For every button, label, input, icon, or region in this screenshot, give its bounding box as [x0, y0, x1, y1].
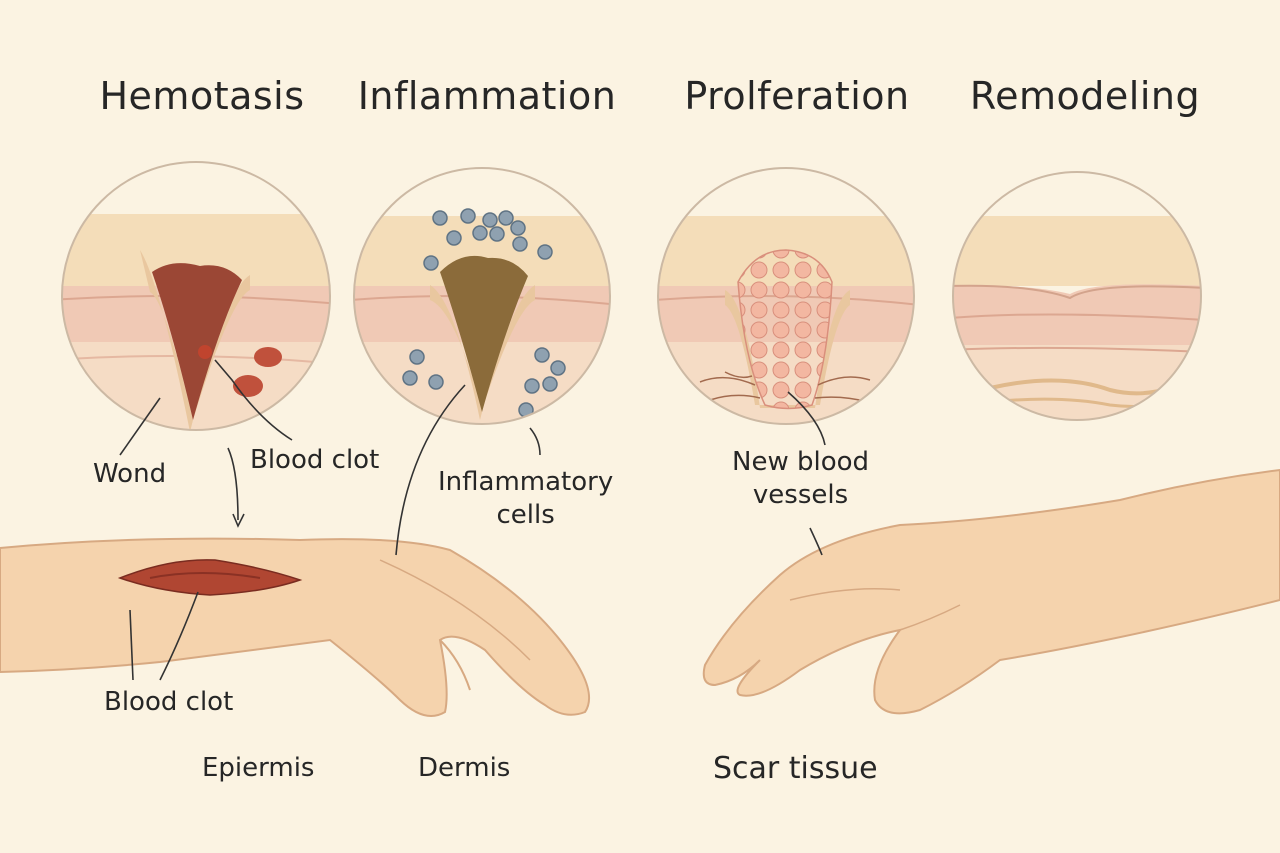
granulation-tissue	[737, 249, 833, 410]
stage-title-proliferation: Prolferation	[684, 74, 910, 118]
inflammation-wound-debris	[440, 255, 528, 412]
hemostasis-circle	[61, 161, 331, 431]
label-blood-clot-bottom: Blood clot	[104, 687, 234, 717]
label-new-blood-line2: vessels	[752, 479, 849, 510]
label-inflammatory-line1: Inflammatory	[438, 467, 614, 497]
label-new-blood-vessels: New blood vessels	[732, 446, 869, 511]
label-wound: Wond	[93, 459, 167, 489]
remodeling-circle	[952, 171, 1202, 421]
label-dermis: Dermis	[418, 753, 511, 783]
label-scar-tissue: Scar tissue	[713, 751, 878, 786]
hand-wound-clot	[117, 559, 303, 596]
stage-title-remodeling: Remodeling	[969, 74, 1201, 118]
stage-title-inflammation: Inflammation	[357, 74, 617, 118]
hemostasis-wound-clot	[152, 263, 242, 420]
leader-lines	[119, 359, 826, 681]
label-inflammatory-cells: Inflammatory cells	[438, 466, 613, 531]
label-new-blood-line1: New blood	[732, 447, 870, 477]
label-epidermis: Epiermis	[202, 753, 315, 783]
wounded-hand	[0, 537, 591, 717]
stage-title-hemostasis: Hemotasis	[99, 74, 305, 118]
label-inflammatory-line2: cells	[496, 499, 555, 530]
inflammation-circle	[353, 167, 611, 425]
label-blood-clot-top: Blood clot	[250, 445, 380, 475]
proliferation-circle	[657, 167, 915, 425]
healed-hand	[702, 468, 1280, 715]
